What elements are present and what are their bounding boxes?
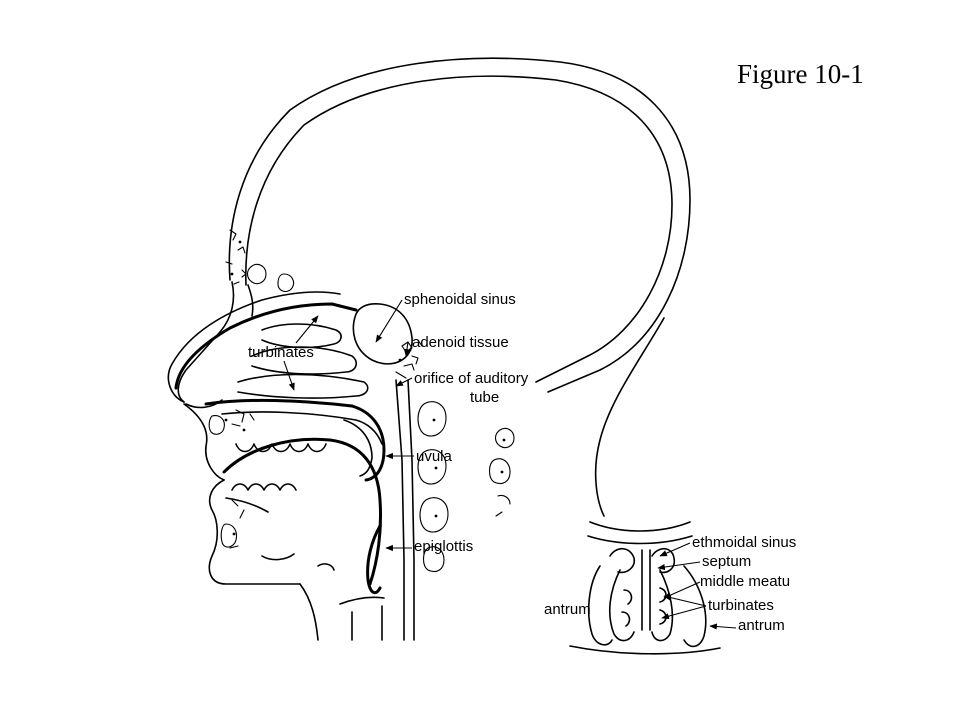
middle-turbinate (251, 346, 358, 375)
upper-teeth (235, 443, 327, 453)
coronal-left-cavity (608, 569, 635, 642)
coronal-top-arch (589, 521, 691, 532)
frontal-inner (247, 284, 254, 317)
label-turbinates-sagittal: turbinates (248, 344, 314, 361)
tongue-dorsum (222, 437, 382, 586)
label-sphenoidal-sinus: sphenoidal sinus (404, 291, 516, 308)
neck-back (594, 317, 665, 517)
lower-lip-chin (208, 479, 301, 585)
neck-front (299, 583, 319, 641)
antrum-right-outline (683, 565, 707, 648)
hyoid-region (261, 553, 335, 571)
sagittal-arrows (283, 299, 414, 552)
coronal-right-cavity (651, 569, 674, 642)
sagittal-head-diagram (167, 57, 691, 641)
mouth-line (225, 497, 269, 513)
coronal-nasal-diagram (569, 521, 737, 655)
frontal-bone (177, 281, 235, 403)
sphenoidal-sinus-outline (352, 303, 413, 365)
figure-title: Figure 10-1 (737, 59, 864, 89)
maxilla-texture (208, 409, 255, 435)
inferior-turbinate (237, 373, 369, 399)
epiglottis-shape (366, 524, 382, 595)
lower-teeth (231, 483, 297, 491)
label-septum: septum (702, 553, 751, 570)
hard-palate-upper (204, 398, 354, 408)
nasal-cavity-roof (174, 302, 358, 390)
skull-outer-outline (228, 57, 691, 393)
label-uvula: uvula (416, 448, 453, 465)
upper-lip (183, 403, 225, 481)
hard-palate-lower (221, 411, 383, 445)
frontal-sinus-texture (225, 229, 295, 293)
label-adenoid-tissue: adenoid tissue (412, 334, 509, 351)
septum-line (641, 549, 651, 631)
pharynx-posterior-wall-2 (407, 379, 415, 641)
cervical-vertebrae (417, 401, 515, 573)
coronal-bottom (569, 645, 721, 655)
larynx (339, 596, 385, 641)
label-orifice-of-auditory: orifice of auditory (414, 370, 529, 387)
skull-inner-outline (245, 75, 673, 383)
label-antrum-right: antrum (738, 617, 785, 634)
label-antrum-left: antrum (544, 601, 591, 618)
ethmoidal-cells (609, 547, 676, 574)
label-ethmoidal-sinus: ethmoidal sinus (692, 534, 796, 551)
soft-palate-inner (343, 419, 373, 477)
label-tube: tube (470, 389, 499, 406)
label-turbinates-coronal: turbinates (708, 597, 774, 614)
nose-profile (167, 291, 341, 403)
label-epiglottis: epiglottis (414, 538, 473, 555)
label-middle-meatus: middle meatu (700, 573, 790, 590)
pharynx-posterior-wall (395, 379, 405, 641)
mandible-texture (220, 499, 245, 549)
coronal-top-arch-2 (587, 535, 693, 545)
antrum-left-outline (587, 565, 613, 646)
